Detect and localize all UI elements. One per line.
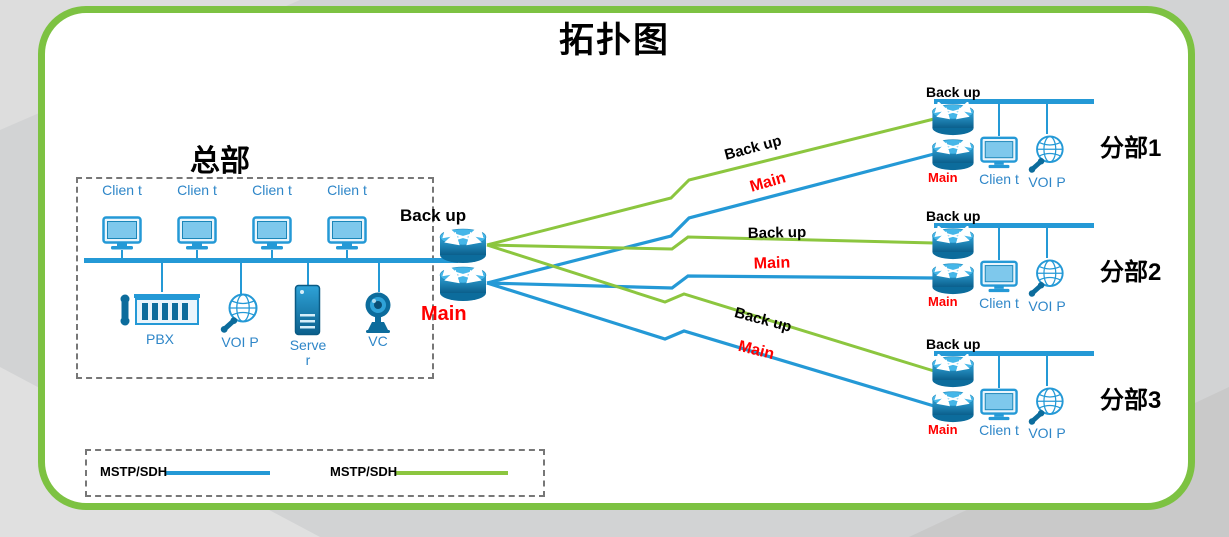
legend-item-mstp-sdh-green: MSTP/SDH [330, 464, 398, 479]
branch-3-client-label: Clien t [979, 422, 1019, 438]
link-branch3-backup-line [486, 243, 935, 373]
client-computer-icon [327, 216, 367, 250]
client-computer-icon [177, 216, 217, 250]
connector-stub [1046, 228, 1048, 258]
legend-line-blue [166, 471, 270, 475]
branch-2-client-icon [980, 260, 1018, 293]
link-branch2-backup-line [486, 235, 935, 251]
link-label-branch2-backup: Back up [747, 223, 807, 243]
branch-1-client-label: Clien t [979, 171, 1019, 187]
branch-3-main-label: Main [928, 422, 958, 437]
branch-2-voip-globe-icon [1028, 258, 1066, 298]
branch-1-name: 分部1 [1100, 135, 1162, 162]
hq-main-router-icon [437, 264, 489, 302]
hq-boundary-box [76, 177, 434, 379]
connector-stub [1046, 104, 1048, 134]
branch-3-backup-label: Back up [926, 336, 981, 352]
link-branch2-main-line [486, 274, 935, 290]
connector-stub [1046, 356, 1048, 386]
branch-2-main-router-icon [930, 261, 976, 295]
branch-2-backup-label: Back up [926, 208, 981, 224]
client-computer-icon [102, 216, 142, 250]
branch-3-voip-globe-icon [1028, 386, 1066, 426]
legend-line-green [396, 471, 508, 475]
connector-stub [307, 263, 309, 286]
legend-item-mstp-sdh-blue: MSTP/SDH [100, 464, 168, 479]
client-computer-icon [252, 216, 292, 250]
branch-3-main-router-icon [930, 389, 976, 423]
link-branch1-main-line [486, 152, 935, 285]
vc-label: VC [368, 333, 388, 349]
branch-2-bus-line [934, 223, 1094, 228]
branch-1-backup-label: Back up [926, 84, 981, 100]
branch-3-voip-label: VOI P [1028, 425, 1066, 441]
branch-1-main-router-icon [930, 137, 976, 171]
connector-stub [121, 250, 123, 260]
branch-1-bus-line [934, 99, 1094, 104]
server-label: Serve r [289, 337, 327, 368]
connector-stub [240, 263, 242, 294]
branch-2-backup-router-icon [930, 226, 976, 260]
link-branch1-backup-line [486, 117, 935, 247]
video-conference-icon [360, 290, 396, 334]
connector-stub [998, 228, 1000, 260]
diagram-card [38, 6, 1195, 510]
hq-client-label: Clien t [252, 182, 292, 198]
connector-stub [378, 263, 380, 292]
branch-3-name: 分部3 [1100, 387, 1162, 414]
branch-1-voip-label: VOI P [1028, 174, 1066, 190]
hq-client-label: Clien t [327, 182, 367, 198]
branch-2-main-label: Main [928, 294, 958, 309]
hq-bus-line [84, 258, 458, 263]
branch-1-backup-router-icon [930, 102, 976, 136]
hq-label: 总部 [190, 145, 250, 178]
branch-2-voip-label: VOI P [1028, 298, 1066, 314]
voip-globe-icon [220, 292, 260, 334]
hq-backup-router-label: Back up [400, 206, 467, 225]
connector-stub [161, 263, 163, 292]
pbx-label: PBX [145, 331, 174, 347]
branch-1-voip-globe-icon [1028, 134, 1066, 174]
legend-box [85, 449, 545, 497]
server-icon [294, 284, 321, 336]
voip-label: VOI P [221, 334, 259, 350]
hq-backup-router-icon [437, 226, 489, 264]
link-label-branch2-main: Main [753, 254, 791, 273]
branch-2-client-label: Clien t [979, 295, 1019, 311]
pbx-icon [116, 290, 200, 330]
hq-client-label: Clien t [102, 182, 142, 198]
hq-client-label: Clien t [177, 182, 217, 198]
page-title: 拓扑图 [558, 21, 670, 60]
connector-stub [998, 104, 1000, 136]
connector-stub [271, 250, 273, 260]
hq-main-router-label: Main [421, 303, 467, 325]
connector-stub [346, 250, 348, 260]
branch-3-bus-line [934, 351, 1094, 356]
branch-1-client-icon [980, 136, 1018, 169]
branch-1-main-label: Main [928, 170, 958, 185]
connector-stub [196, 250, 198, 260]
branch-2-name: 分部2 [1100, 259, 1162, 286]
connector-stub [998, 356, 1000, 388]
branch-3-client-icon [980, 388, 1018, 421]
link-branch3-main-line [486, 281, 935, 408]
branch-3-backup-router-icon [930, 354, 976, 388]
